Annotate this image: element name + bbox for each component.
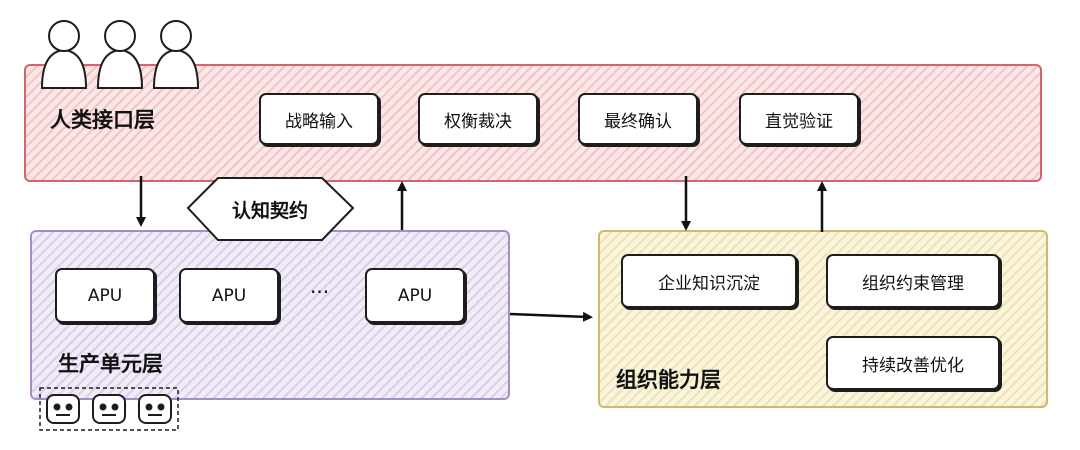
robot-face-icon [46,394,80,424]
person-silhouette-icon [40,20,88,89]
apu-ellipsis: ··· [310,280,330,304]
robot-group-frame [39,387,179,431]
person-silhouette-icon [96,20,144,89]
strategy-input-box: 战略输入 [259,93,379,145]
apu-box-1: APU [55,268,155,323]
apu-box-2: APU [179,268,279,323]
person-silhouette-icon [152,20,200,89]
apu-box-3: APU [365,268,465,323]
arrow-production-to-org [509,311,593,322]
cognitive-contract-label: 认知契约 [231,200,308,222]
human-layer-label: 人类接口层 [50,108,155,132]
continuous-improvement-box: 持续改善优化 [826,336,1000,390]
tradeoff-decision-box: 权衡裁决 [418,93,538,145]
org-layer-label: 组织能力层 [616,368,721,392]
constraint-management-box: 组织约束管理 [826,254,1000,308]
production-layer-label: 生产单元层 [58,352,163,376]
cognitive-contract-hexagon [186,177,355,241]
robot-face-icon [92,394,126,424]
knowledge-accumulation-box: 企业知识沉淀 [621,254,797,308]
final-confirmation-box: 最终确认 [578,93,698,145]
robot-face-icon [138,394,172,424]
intuition-verification-box: 直觉验证 [739,93,859,145]
